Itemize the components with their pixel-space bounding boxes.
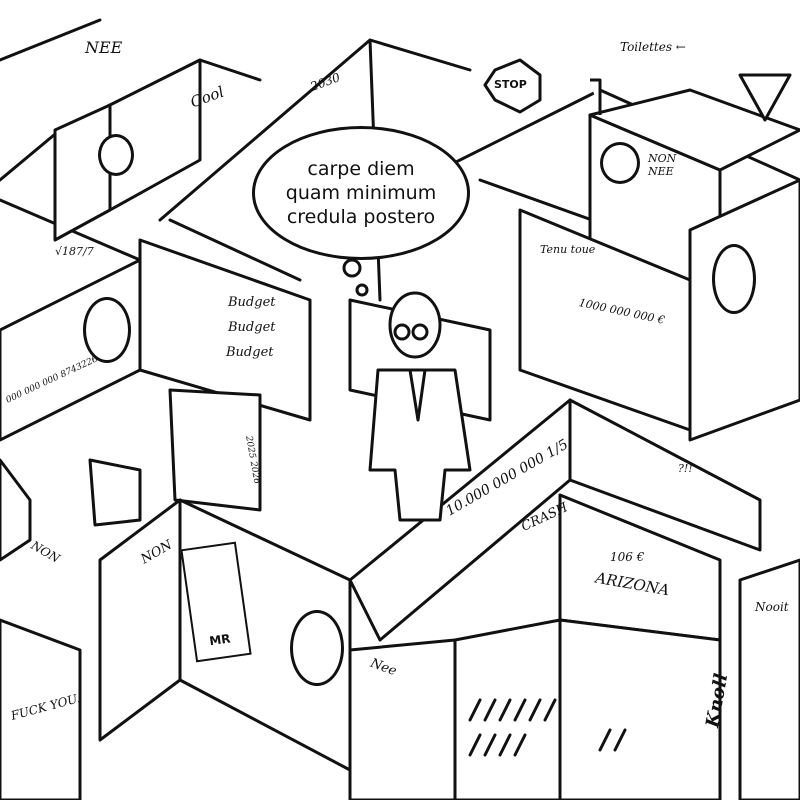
graffiti-budget-2: Budget	[228, 320, 276, 335]
no-entry-sign-icon	[600, 142, 640, 184]
graffiti-question: ?!!	[678, 462, 693, 475]
no-parking-sign-icon	[83, 297, 131, 363]
graffiti-toilettes: Toilettes ←	[620, 40, 686, 54]
poster-label: MR	[208, 631, 232, 649]
bubble-line-3: credula postero	[286, 206, 436, 228]
graffiti-tenir-tout: Tenu toue	[540, 243, 596, 256]
bubble-line-1: carpe diem	[307, 158, 415, 180]
speech-bubble: carpe diem quam minimum credula postero	[252, 126, 470, 260]
graffiti-budget-3: Budget	[226, 345, 274, 360]
graffiti-arizona-price: 106 €	[610, 550, 645, 564]
no-entry-sign-icon	[98, 134, 134, 176]
graffiti-sqrt: √187/7	[55, 245, 94, 258]
no-turn-sign-icon	[290, 610, 344, 686]
graffiti-non-nee: NON NEE	[648, 152, 677, 178]
stop-sign-label: STOP	[494, 78, 527, 91]
graffiti-nee: NEE	[85, 38, 123, 57]
graffiti-budget-1: Budget	[228, 295, 276, 310]
graffiti-nooit: Nooit	[755, 600, 789, 614]
bubble-line-2: quam minimum	[285, 182, 437, 204]
arrow-sign-icon	[712, 244, 756, 314]
man-figure	[368, 291, 472, 522]
